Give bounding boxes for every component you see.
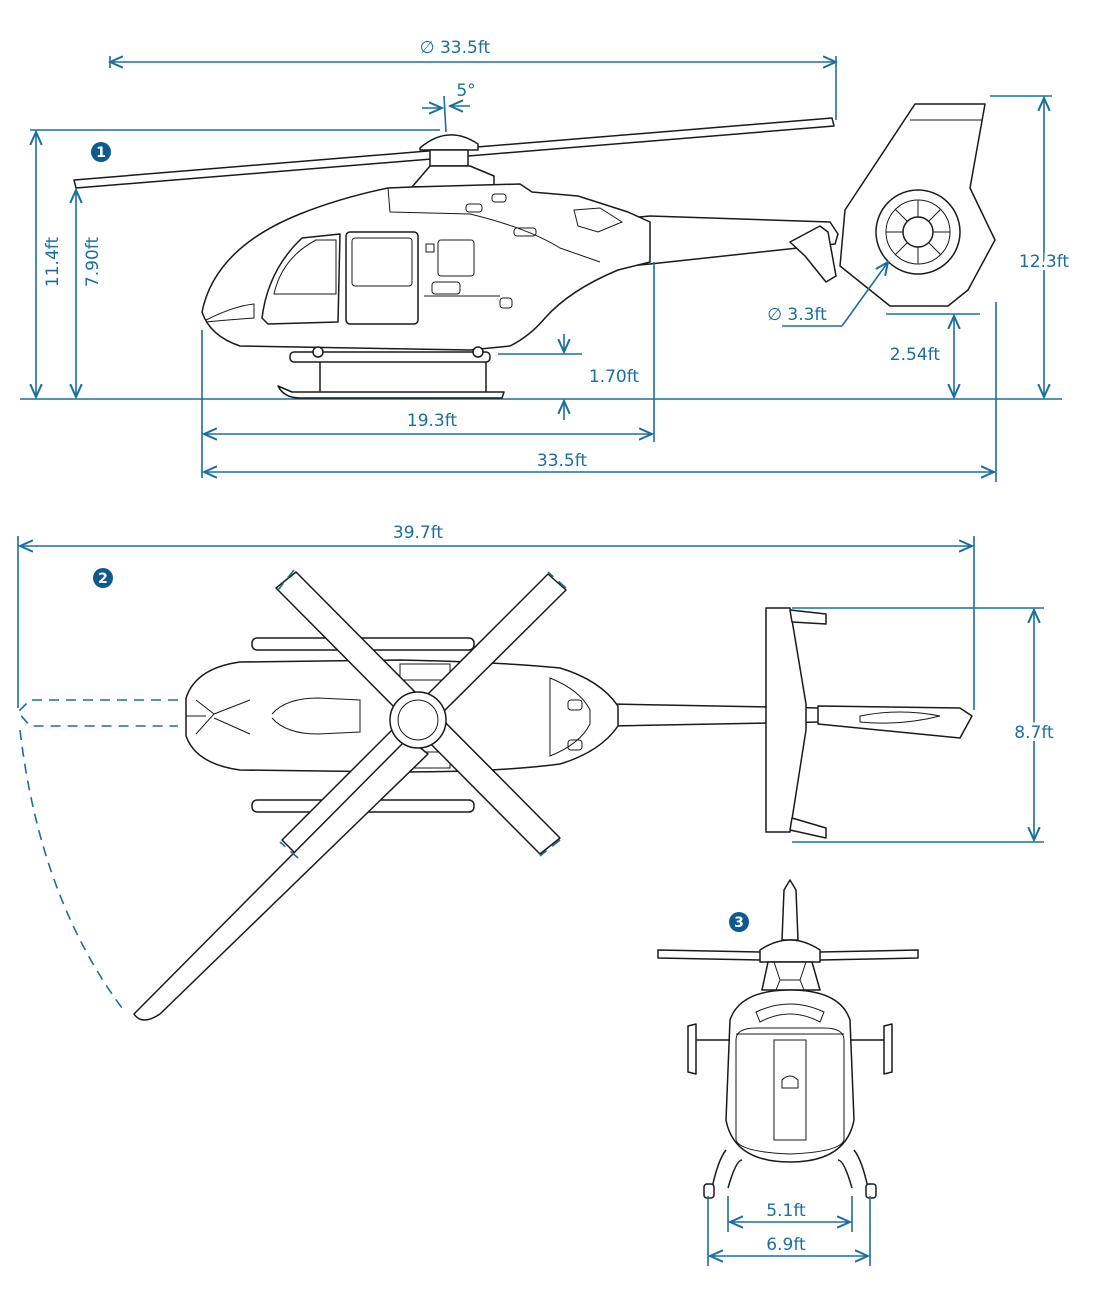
overall-height-label: 11.4ft bbox=[43, 237, 63, 288]
front-view: 3 5.1ft 6.9ft bbox=[657, 879, 919, 1266]
view-3-badge: 3 bbox=[729, 912, 749, 932]
cockpit-window bbox=[261, 233, 341, 325]
tail-height-label: 12.3ft bbox=[1019, 252, 1070, 272]
overall-length-label: 33.5ft bbox=[537, 451, 588, 471]
rotor-sweep-length-label: 39.7ft bbox=[393, 523, 444, 543]
rotor-height-label: 7.90ft bbox=[83, 237, 103, 288]
skid-inner-width-label: 5.1ft bbox=[766, 1201, 806, 1221]
top-rotor-blades bbox=[133, 569, 567, 1021]
rotor-tilt-label: 5° bbox=[456, 81, 475, 101]
rotor-sweep-arc bbox=[16, 699, 178, 1013]
stabilizer-span-label: 8.7ft bbox=[1014, 723, 1054, 743]
tail-rotor-diameter-label: ∅ 3.3ft bbox=[767, 305, 827, 325]
top-stabilizer bbox=[765, 607, 807, 833]
rotor-diameter-label: ∅ 33.5ft bbox=[420, 38, 491, 58]
landing-skids bbox=[277, 346, 505, 399]
view-2-badge: 2 bbox=[93, 568, 113, 588]
horizontal-stabilizer bbox=[789, 225, 837, 283]
view-3-number: 3 bbox=[734, 915, 744, 931]
view-2-number: 2 bbox=[98, 571, 108, 587]
side-view: 1 bbox=[20, 38, 1072, 482]
view-1-badge: 1 bbox=[91, 142, 111, 162]
fuselage-length-label: 19.3ft bbox=[407, 411, 458, 431]
tail-rotor-clearance-label: 2.54ft bbox=[890, 345, 941, 365]
rotor-hub bbox=[419, 134, 479, 151]
top-view: 2 39.7ft bbox=[16, 523, 1057, 1021]
view-1-number: 1 bbox=[96, 145, 106, 161]
skid-outer-width-label: 6.9ft bbox=[766, 1235, 806, 1255]
ground-clearance-label: 1.70ft bbox=[589, 367, 640, 387]
